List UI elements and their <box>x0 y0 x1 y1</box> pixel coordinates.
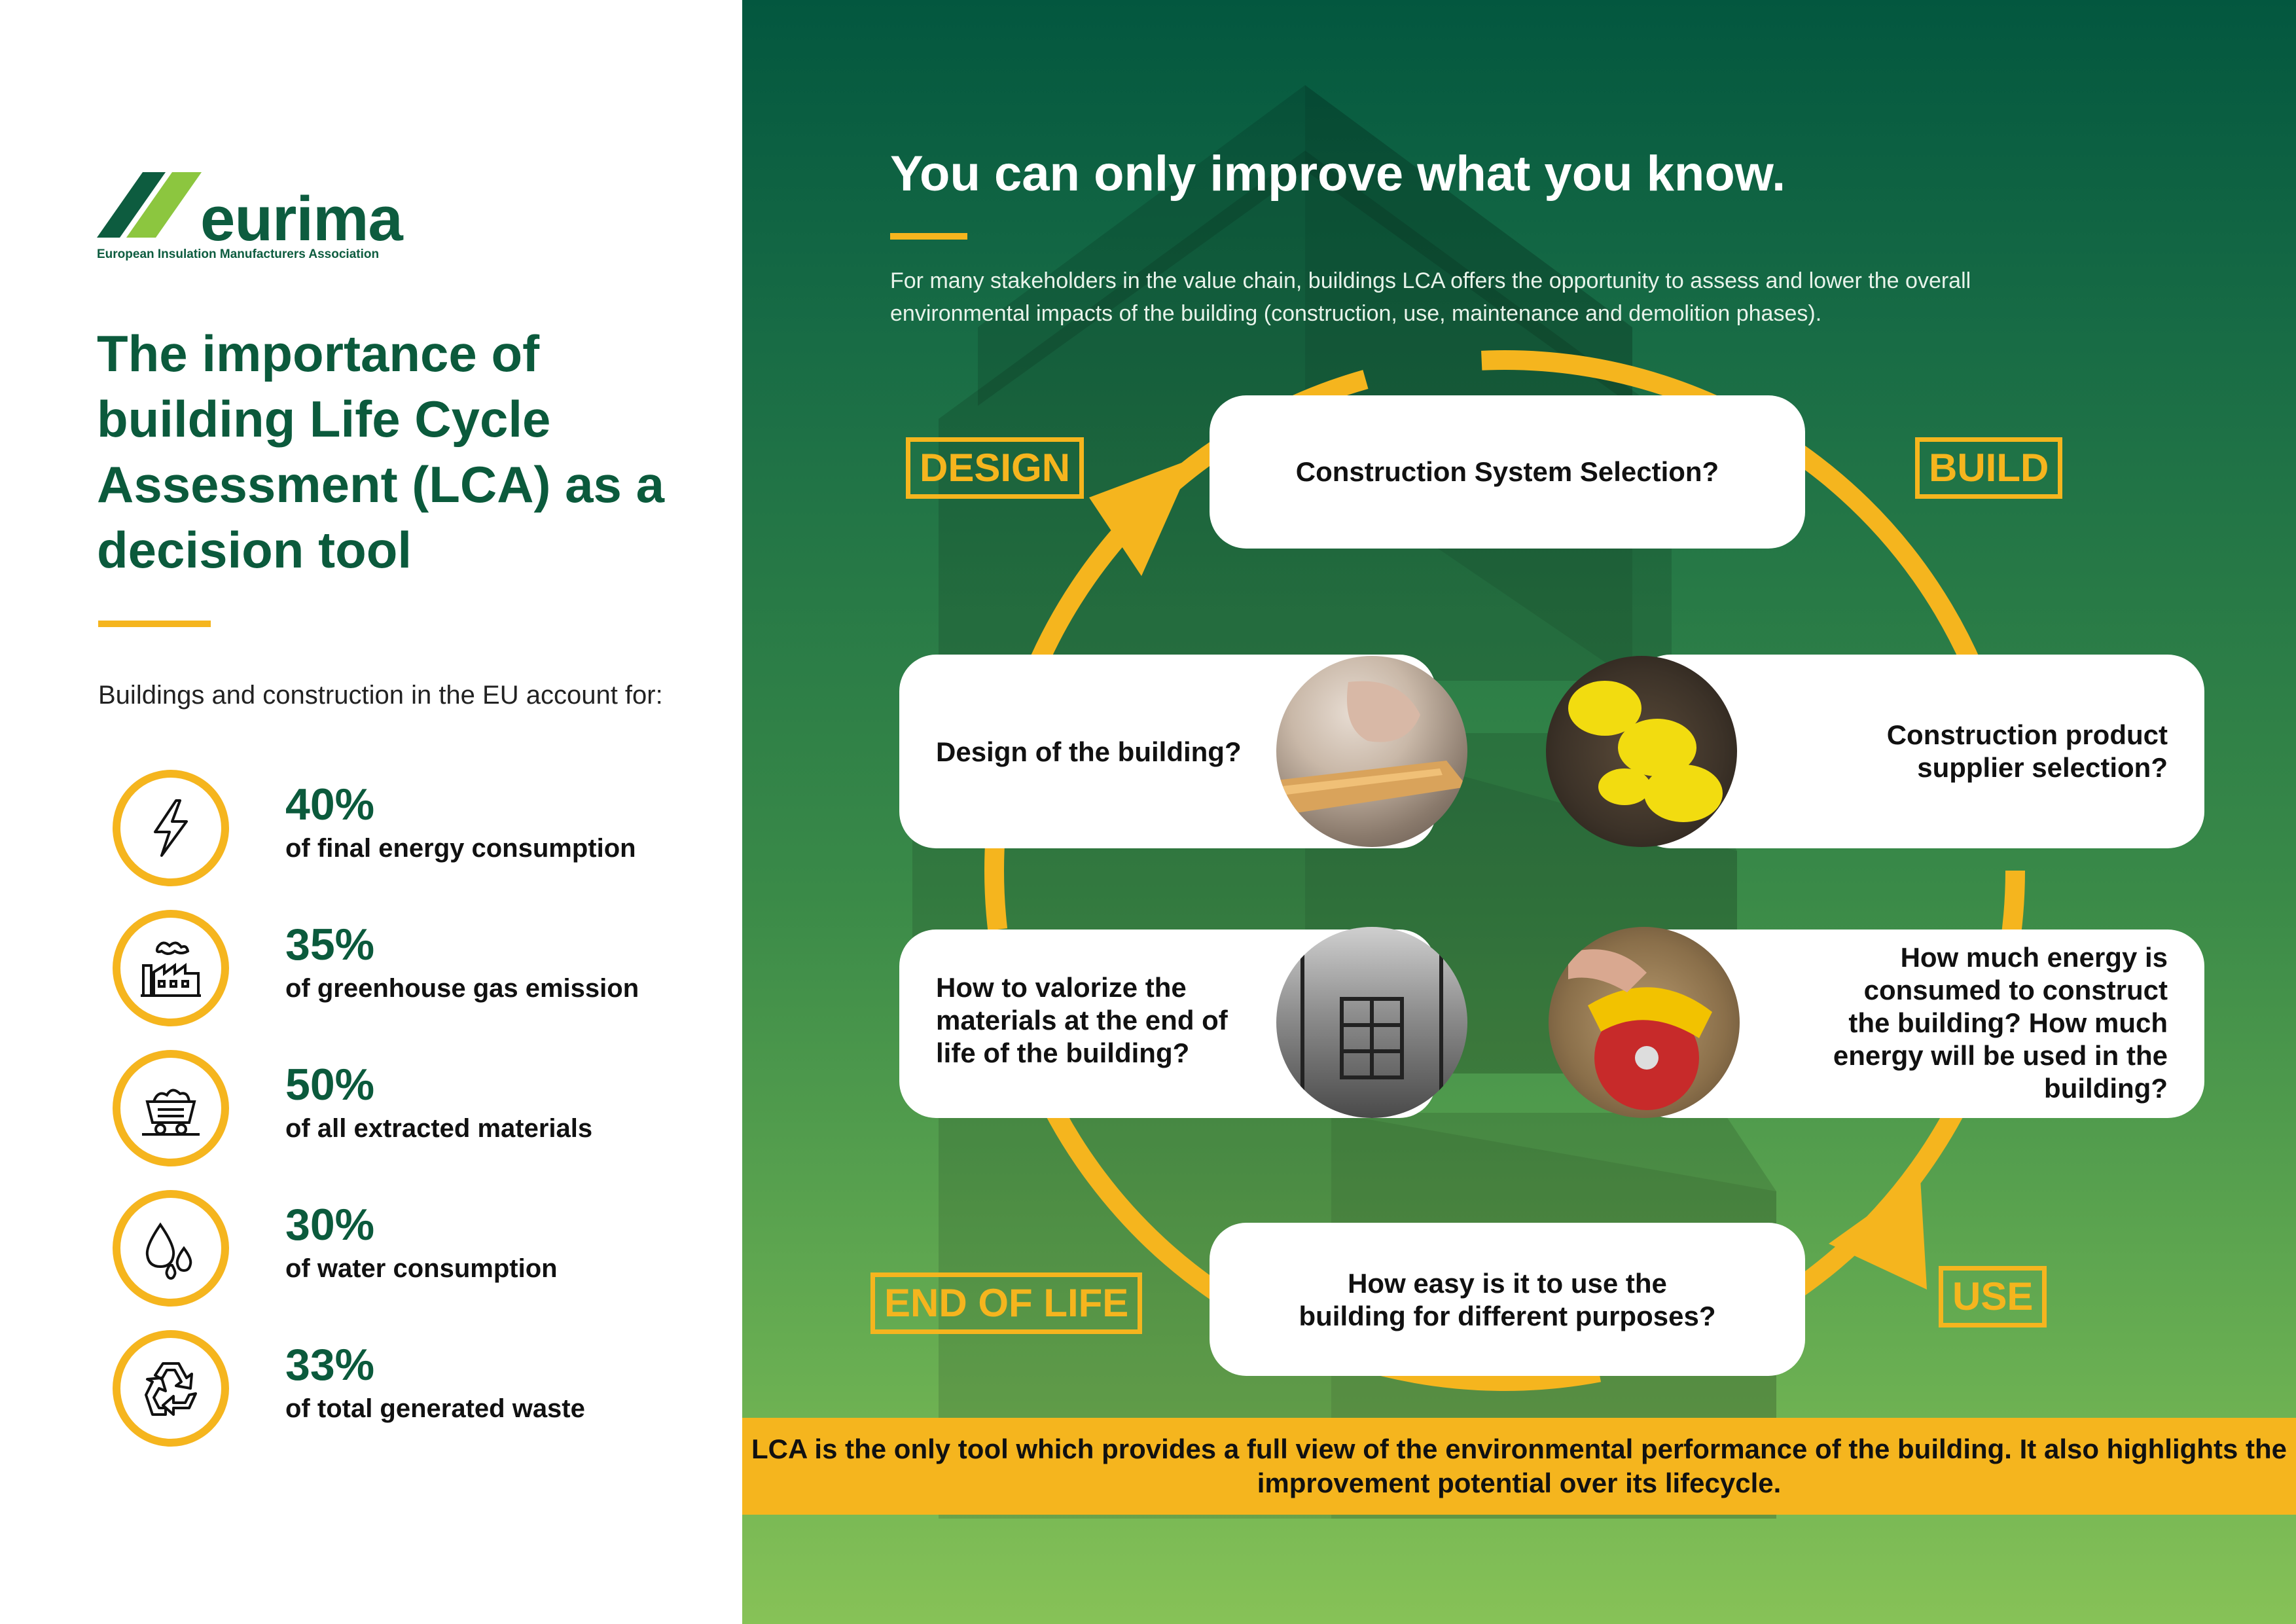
lightning-bolt-icon <box>113 770 229 886</box>
stat-label: of all extracted materials <box>285 1114 593 1143</box>
phase-design: DESIGN <box>906 437 1085 499</box>
right-heading: You can only improve what you know. <box>890 146 1786 202</box>
stat-label: of greenhouse gas emission <box>285 974 639 1003</box>
right-intro: For many stakeholders in the value chain… <box>890 268 1971 326</box>
phase-build: BUILD <box>1915 437 2063 499</box>
card-purposes: How easy is it to use the building for d… <box>1210 1223 1805 1376</box>
conclusion-banner: LCA is the only tool which provides a fu… <box>742 1418 2296 1515</box>
card-system-selection: Construction System Selection? <box>1210 395 1805 549</box>
stat-value: 33% <box>285 1340 375 1390</box>
hardhats-photo <box>1546 656 1737 847</box>
card-energy: How much energy is consumed to construct… <box>1634 929 2204 1118</box>
circular-saw-photo <box>1549 927 1740 1118</box>
card-text: Construction product supplier selection? <box>1886 719 2168 783</box>
card-text: How much energy is consumed to construct… <box>1833 942 2168 1104</box>
factory-emissions-icon <box>113 910 229 1026</box>
stat-waste: 33% of total generated waste <box>113 1330 702 1461</box>
phase-end-of-life: END OF LIFE <box>870 1272 1143 1334</box>
logo-mark-icon <box>97 172 202 238</box>
card-text: Construction System Selection? <box>1295 456 1719 487</box>
stat-label: of total generated waste <box>285 1394 585 1423</box>
left-panel: eurima European Insulation Manufacturers… <box>0 0 742 1624</box>
stats-intro: Buildings and construction in the EU acc… <box>98 681 663 710</box>
phase-use: USE <box>1939 1266 2047 1327</box>
stat-value: 35% <box>285 920 375 969</box>
stat-water: 30% of water consumption <box>113 1190 702 1321</box>
stat-value: 40% <box>285 780 375 829</box>
accent-divider <box>98 621 211 627</box>
stat-emissions: 35% of greenhouse gas emission <box>113 910 702 1041</box>
eurima-logo: eurima European Insulation Manufacturers… <box>97 169 404 267</box>
mine-cart-icon <box>113 1050 229 1166</box>
stat-label: of final energy consumption <box>285 834 636 863</box>
conclusion-text: LCA is the only tool which provides a fu… <box>751 1434 2287 1498</box>
stat-value: 50% <box>285 1060 375 1110</box>
drafting-photo <box>1276 656 1467 847</box>
stat-materials: 50% of all extracted materials <box>113 1050 702 1181</box>
accent-divider <box>890 233 967 240</box>
right-panel: You can only improve what you know. For … <box>742 0 2296 1624</box>
water-drops-icon <box>113 1190 229 1307</box>
card-text: Design of the building? <box>936 736 1242 767</box>
card-text: How to valorize the materials at the end… <box>936 972 1228 1068</box>
derelict-building-photo <box>1276 927 1467 1118</box>
page-title: The importance of building Life Cycle As… <box>97 325 664 579</box>
logo-wordmark: eurima <box>200 184 403 254</box>
stat-label: of water consumption <box>285 1254 558 1283</box>
card-text: How easy is it to use the building for d… <box>1299 1268 1716 1331</box>
stat-value: 30% <box>285 1200 375 1250</box>
stat-energy: 40% of final energy consumption <box>113 770 702 901</box>
recycle-icon <box>113 1330 229 1447</box>
logo-subtitle: European Insulation Manufacturers Associ… <box>97 247 380 261</box>
